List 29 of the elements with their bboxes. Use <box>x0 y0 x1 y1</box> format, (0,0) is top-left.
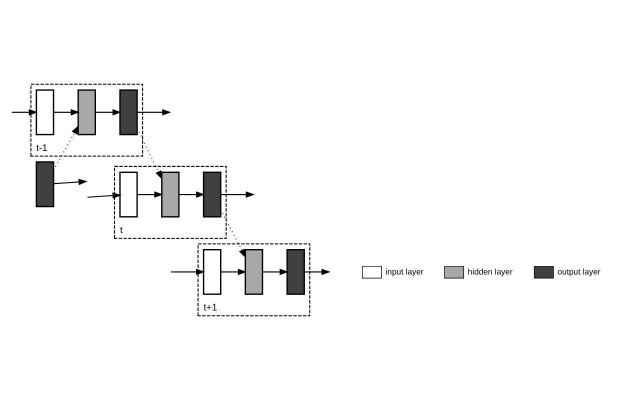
arrow <box>53 125 79 170</box>
arrow <box>88 192 122 199</box>
arrow <box>179 191 206 198</box>
node-box <box>36 89 54 136</box>
arrow <box>220 191 255 198</box>
node-box <box>202 172 222 218</box>
arrow <box>137 191 164 198</box>
node-box <box>78 89 96 136</box>
node-box <box>119 89 138 136</box>
arrow <box>54 178 88 186</box>
arrow <box>304 268 331 276</box>
arrow <box>262 268 289 276</box>
node-box <box>202 248 222 295</box>
arrow <box>136 128 162 180</box>
arrow <box>220 209 246 258</box>
cluster: t <box>114 166 227 239</box>
node-box <box>286 248 305 295</box>
cluster: t+1 <box>198 243 310 316</box>
arrow <box>54 109 80 116</box>
node-box <box>36 161 54 208</box>
node-box <box>244 248 264 295</box>
arrow <box>95 109 122 116</box>
arrow <box>220 268 247 276</box>
cluster: t-1 <box>30 84 144 157</box>
arrow <box>171 268 206 276</box>
arrow <box>12 109 38 116</box>
node-box <box>161 172 180 218</box>
arrow <box>137 109 172 116</box>
node-box <box>119 172 138 218</box>
